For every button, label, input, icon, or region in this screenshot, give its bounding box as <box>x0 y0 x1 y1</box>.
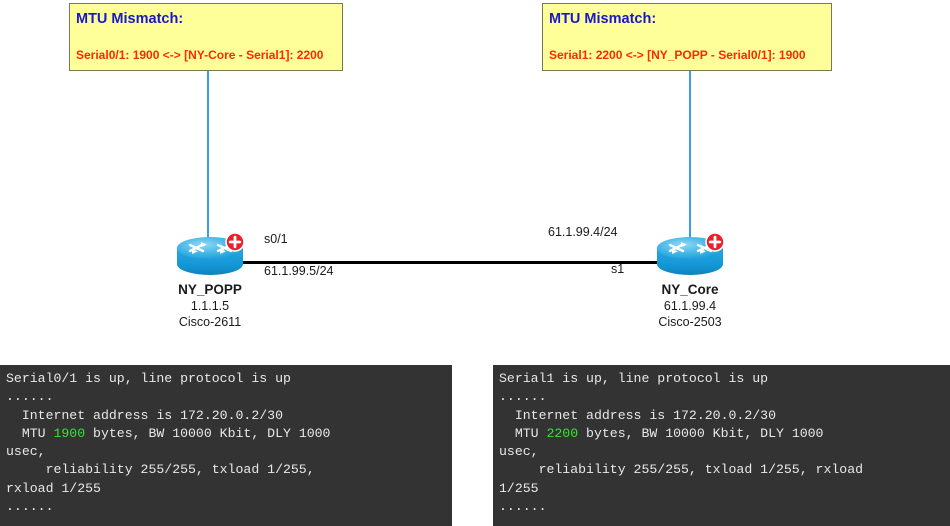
mtu-mismatch-callout-left: MTU Mismatch: Serial0/1: 1900 <-> [NY-Co… <box>69 3 343 71</box>
mtu-value: 1900 <box>53 425 86 441</box>
terminal-output-right[interactable]: Serial1 is up, line protocol is up......… <box>493 365 950 526</box>
terminal-line: Serial0/1 is up, line protocol is up <box>6 370 448 388</box>
terminal-line: usec, <box>6 443 448 461</box>
terminal-text: MTU <box>499 425 547 441</box>
mtu-mismatch-callout-right: MTU Mismatch: Serial1: 2200 <-> [NY_POPP… <box>542 3 832 71</box>
terminal-line: ...... <box>499 388 946 406</box>
terminal-line: reliability 255/255, txload 1/255, rxloa… <box>499 461 946 479</box>
terminal-line: Serial1 is up, line protocol is up <box>499 370 946 388</box>
terminal-text: bytes, BW 10000 Kbit, DLY 1000 <box>578 425 824 441</box>
terminal-text: usec, <box>499 444 539 460</box>
terminal-text: ...... <box>499 499 547 515</box>
node-ip: 61.1.99.4 <box>663 299 717 313</box>
terminal-line: usec, <box>499 443 946 461</box>
terminal-text: usec, <box>6 444 46 460</box>
terminal-output-left[interactable]: Serial0/1 is up, line protocol is up....… <box>0 365 452 526</box>
terminal-text: rxload 1/255 <box>6 480 101 496</box>
node-label-group-right: NY_Core 61.1.99.4 Cisco-2503 <box>610 281 770 330</box>
subnet-label-right: 61.1.99.4/24 <box>548 225 618 239</box>
subnet-label-left: 61.1.99.5/24 <box>264 264 334 278</box>
node-name: NY_POPP <box>178 282 242 297</box>
interface-label-right: s1 <box>611 262 625 276</box>
terminal-line: rxload 1/255 <box>6 480 448 498</box>
terminal-text: ...... <box>6 389 54 405</box>
terminal-text: reliability 255/255, txload 1/255, rxloa… <box>499 462 864 478</box>
terminal-line: MTU 2200 bytes, BW 10000 Kbit, DLY 1000 <box>499 425 946 443</box>
terminal-line: ...... <box>6 388 448 406</box>
terminal-text: 1/255 <box>499 480 539 496</box>
serial-link-line <box>232 261 667 264</box>
terminal-line: Internet address is 172.20.0.2/30 <box>6 407 448 425</box>
callout-detail: Serial1: 2200 <-> [NY_POPP - Serial0/1]:… <box>549 48 806 62</box>
callout-title: MTU Mismatch: <box>76 11 184 27</box>
mtu-value: 2200 <box>546 425 579 441</box>
callout-leader-line-right <box>689 71 691 241</box>
terminal-text: ...... <box>6 499 54 515</box>
callout-title: MTU Mismatch: <box>549 11 657 27</box>
node-name: NY_Core <box>661 282 719 297</box>
terminal-text: Internet address is 172.20.0.2/30 <box>499 407 776 423</box>
terminal-text: Serial1 is up, line protocol is up <box>499 371 769 386</box>
terminal-line: 1/255 <box>499 480 946 498</box>
terminal-text: bytes, BW 10000 Kbit, DLY 1000 <box>85 425 331 441</box>
callout-leader-line-left <box>207 71 209 241</box>
interface-label-left: s0/1 <box>264 232 288 246</box>
terminal-line: MTU 1900 bytes, BW 10000 Kbit, DLY 1000 <box>6 425 448 443</box>
callout-detail: Serial0/1: 1900 <-> [NY-Core - Serial1]:… <box>76 48 324 62</box>
terminal-text: Internet address is 172.20.0.2/30 <box>6 407 283 423</box>
terminal-text: MTU <box>6 425 54 441</box>
terminal-line: ...... <box>6 498 448 516</box>
cisco-router-icon[interactable] <box>654 232 726 278</box>
node-model: Cisco-2611 <box>178 315 242 329</box>
terminal-text: reliability 255/255, txload 1/255, <box>6 462 315 478</box>
node-model: Cisco-2503 <box>658 315 722 329</box>
terminal-line: Internet address is 172.20.0.2/30 <box>499 407 946 425</box>
node-ip: 1.1.1.5 <box>190 299 230 313</box>
terminal-line: reliability 255/255, txload 1/255, <box>6 461 448 479</box>
cisco-router-icon[interactable] <box>174 232 246 278</box>
node-label-group-left: NY_POPP 1.1.1.5 Cisco-2611 <box>130 281 290 330</box>
terminal-text: ...... <box>499 389 547 405</box>
terminal-text: Serial0/1 is up, line protocol is up <box>6 371 291 386</box>
terminal-line: ...... <box>499 498 946 516</box>
